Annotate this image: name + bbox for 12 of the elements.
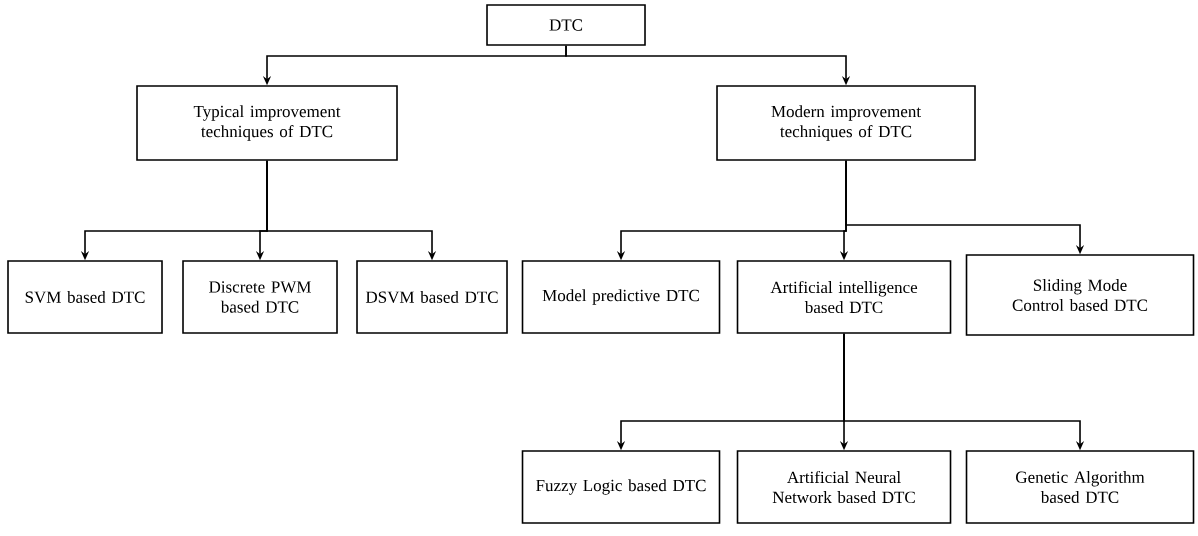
process-box: Typical improvement techniques of DTC	[136, 85, 398, 161]
process-box: DSVM based DTC	[356, 260, 508, 334]
process-box: Modern improvement techniques of DTC	[716, 85, 976, 161]
process-box: Model predictive DTC	[521, 260, 721, 334]
process-box: Genetic Algorithm based DTC	[965, 450, 1195, 524]
process-box: Artificial intelligence based DTC	[736, 260, 952, 334]
process-box: DTC	[486, 4, 646, 46]
process-box: Fuzzy Logic based DTC	[521, 450, 721, 524]
process-box: Sliding Mode Control based DTC	[965, 254, 1195, 336]
process-box: Artificial Neural Network based DTC	[736, 450, 952, 524]
process-box: Discrete PWM based DTC	[182, 260, 338, 334]
process-box: SVM based DTC	[7, 260, 163, 334]
